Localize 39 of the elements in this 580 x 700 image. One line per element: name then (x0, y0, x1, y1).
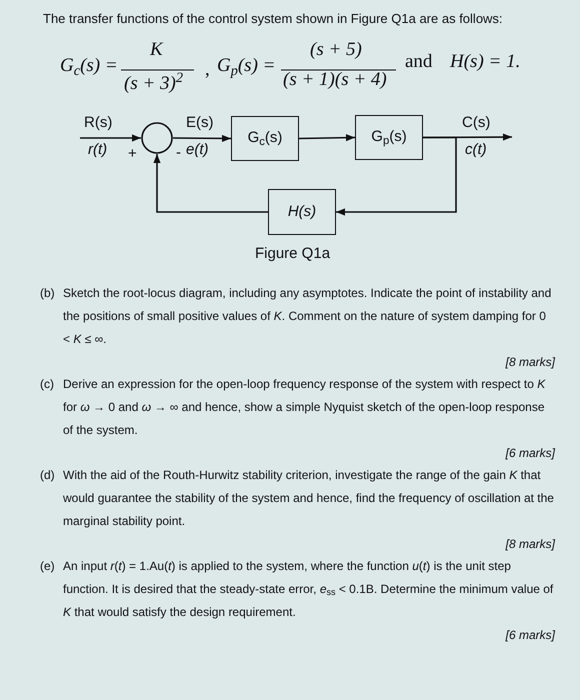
formula-text: and (405, 52, 432, 71)
arrow (153, 154, 268, 213)
question-number: (b) (40, 285, 56, 302)
signal-label: c(t) (465, 142, 487, 157)
question-text: Sketch the root-locus diagram, including any asymptotes. Indicate the point of instability and the positions of small positive values of K. Comment on the nature of system damping for 0 < K ≤ ∞. (63, 285, 552, 348)
signal-label: e(t) (186, 142, 208, 157)
formula-numerator: (s + 5) (310, 40, 362, 59)
formula-text: G$_{c}$(s) = (60, 56, 118, 75)
transfer-function-block: G$_{p}$(s) (355, 115, 423, 160)
sign-label: - (176, 145, 181, 160)
heading: The transfer functions of the control system shown in Figure Q1a are as follows: (43, 10, 503, 28)
marks-text: [8 marks] (506, 536, 555, 553)
formula-denominator: (s + 3)$^{2}$ (124, 74, 183, 93)
arrow (80, 134, 141, 142)
edge-label: E(s) (186, 113, 214, 133)
question-text: An input r(t) = 1.Au(t) is applied to the system, where the function u(t) is the unit step function. It is desired that the steady-state error, e$_{ss}$ < 0.1B. Determine the minimum value of K that would satisfy the design requirement. (63, 558, 554, 621)
sign-label: + (128, 146, 137, 161)
formula-text: H(s) = 1. (450, 52, 520, 71)
signal-label: r(t) (88, 142, 108, 157)
arrow (336, 136, 457, 216)
question-number: (e) (40, 558, 56, 575)
summing-junction (141, 122, 173, 154)
arrow (298, 134, 356, 142)
arrow (173, 134, 231, 142)
formula-denominator: (s + 1)(s + 4) (283, 70, 387, 89)
edge-label: R(s) (84, 113, 112, 133)
question-text: Derive an expression for the open-loop frequency response of the system with respect to K for ω → 0 and ω → ∞ and hence, show a simple Nyquist sketch of the open-loop response of the system. (63, 376, 546, 439)
question-number: (c) (40, 376, 55, 393)
formula-numerator: K (150, 40, 163, 59)
transfer-function-block: G$_{c}$(s) (231, 116, 299, 161)
figure-caption: Figure Q1a (255, 244, 330, 264)
marks-text: [6 marks] (506, 627, 555, 644)
marks-text: [6 marks] (506, 445, 555, 462)
edge-label: C(s) (462, 113, 490, 133)
question-number: (d) (40, 467, 56, 484)
feedback-block: H(s) (268, 189, 336, 235)
question-text: With the aid of the Routh-Hurwitz stability criterion, investigate the range of the gain K that would guarantee the stability of the system and hence, find the frequency of oscillation at the marginal stability point. (63, 467, 555, 530)
formula-text: , (205, 60, 210, 79)
marks-text: [8 marks] (506, 354, 555, 371)
